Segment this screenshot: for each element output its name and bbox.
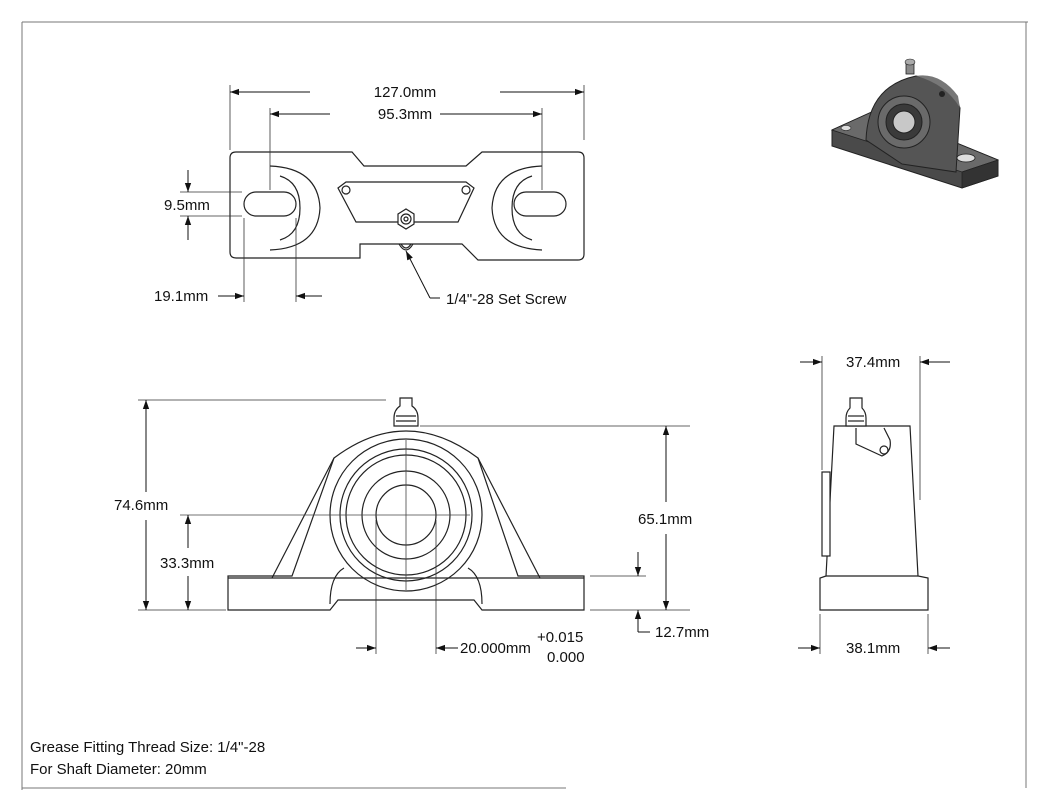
dim-bolt-center-distance: 95.3mm	[378, 106, 432, 123]
set-screw-callout: 1/4"-28 Set Screw	[446, 291, 567, 308]
dim-base-thickness: 12.7mm	[655, 624, 709, 641]
note-grease-fitting: Grease Fitting Thread Size: 1/4"-28	[30, 739, 266, 756]
right-mounting-slot	[513, 191, 567, 217]
dim-housing-height: 65.1mm	[638, 511, 692, 528]
isometric-render	[830, 58, 1000, 189]
dim-shaft-center-height: 33.3mm	[160, 555, 214, 572]
front-view-dimensions	[138, 399, 690, 654]
dim-housing-width: 37.4mm	[846, 354, 900, 371]
dim-overall-height: 74.6mm	[114, 497, 168, 514]
dim-bore-diameter: 20.000mm	[460, 640, 531, 657]
grease-fitting-side	[845, 397, 867, 427]
dim-slot-width: 9.5mm	[164, 197, 210, 214]
top-view	[229, 151, 585, 261]
dim-bore-tolerance-plus: +0.015	[537, 629, 583, 646]
dim-overall-length: 127.0mm	[374, 84, 437, 101]
note-shaft-diameter: For Shaft Diameter: 20mm	[30, 761, 207, 778]
dim-bore-tolerance-minus: 0.000	[547, 649, 585, 666]
top-view-dimensions	[180, 85, 585, 302]
dim-slot-length: 19.1mm	[154, 288, 208, 305]
drawing-border	[21, 21, 1028, 790]
side-view-dimensions	[798, 356, 950, 654]
side-view	[819, 397, 929, 611]
left-mounting-slot	[243, 191, 297, 217]
grease-fitting-front	[393, 397, 419, 427]
dim-base-width: 38.1mm	[846, 640, 900, 657]
housing-top-recess	[337, 181, 475, 223]
